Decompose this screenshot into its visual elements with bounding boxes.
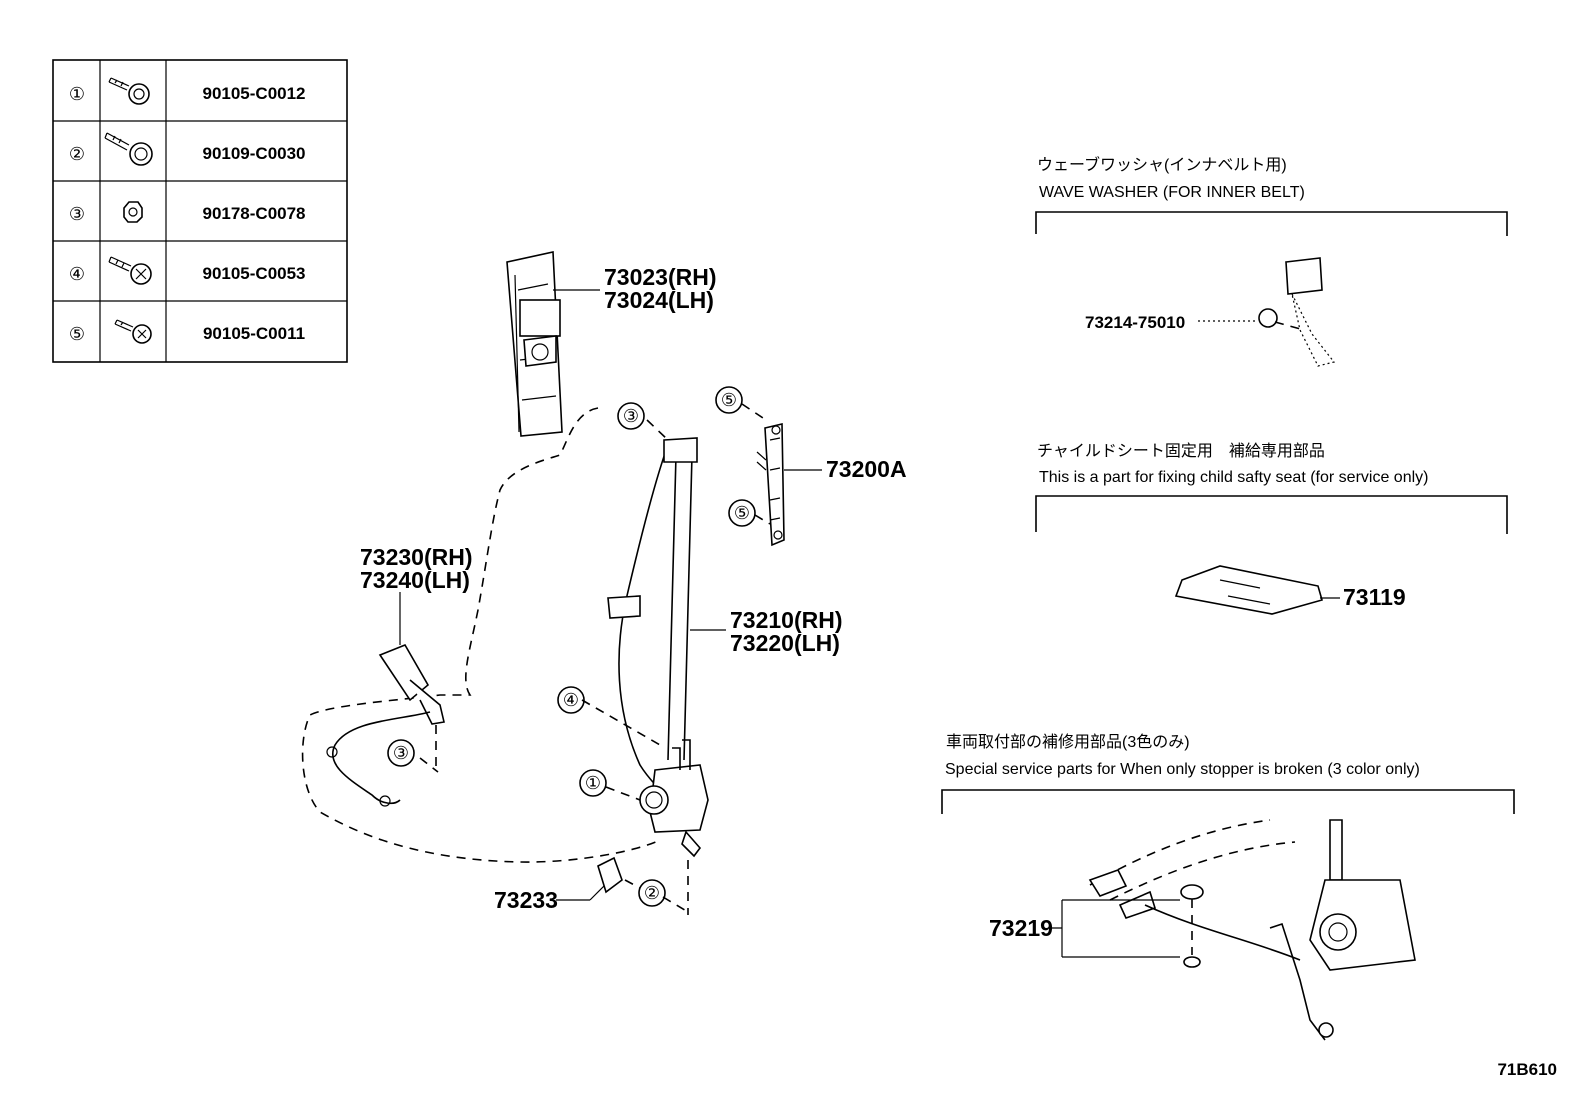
callout-73119: 73119 xyxy=(1343,584,1406,610)
ref-circle: ② xyxy=(638,879,666,907)
child-seat-plate-illustration xyxy=(1174,565,1323,615)
svg-text:①: ① xyxy=(585,773,601,794)
callout-73233: 73233 xyxy=(494,887,558,913)
callout-73200a: 73200A xyxy=(826,456,907,482)
part-number: 90105-C0012 xyxy=(202,84,305,103)
wave-washer-note-jp: ウェーブワッシャ(インナベルト用) xyxy=(1037,155,1287,174)
stopper-assembly-illustration xyxy=(1088,819,1416,1041)
row-index: ⑤ xyxy=(69,324,85,345)
wave-washer-illustration xyxy=(1258,257,1336,367)
row-index: ② xyxy=(69,144,85,165)
child-seat-note-en: This is a part for fixing child safty se… xyxy=(1039,469,1428,486)
part-number: 90178-C0078 xyxy=(202,204,305,223)
bolt-icon xyxy=(108,256,152,285)
bolt-path xyxy=(646,419,669,441)
row-index: ① xyxy=(69,84,85,105)
table-row: ⑤ 90105-C0011 xyxy=(69,319,305,345)
callout-73240: 73240(LH) xyxy=(360,567,470,593)
seat-belt-illustration xyxy=(607,437,709,858)
callout-73024: 73024(LH) xyxy=(604,287,714,313)
buckle-illustration xyxy=(326,643,445,807)
leader-line xyxy=(1050,899,1180,958)
row-index: ④ xyxy=(69,264,85,285)
svg-text:④: ④ xyxy=(563,690,579,711)
part-number: 90105-C0053 xyxy=(202,264,305,283)
callout-73023: 73023(RH) xyxy=(604,264,717,290)
nut-icon xyxy=(123,201,143,223)
bolt-icon xyxy=(114,319,152,344)
ref-circle: ④ xyxy=(557,686,585,714)
bolt-path xyxy=(419,725,439,773)
svg-text:⑤: ⑤ xyxy=(721,390,737,411)
seat-outline xyxy=(301,407,661,863)
svg-text:③: ③ xyxy=(393,743,409,764)
ref-circle: ⑤ xyxy=(728,499,756,527)
wave-washer-note-en: WAVE WASHER (FOR INNER BELT) xyxy=(1039,184,1305,201)
figure-code: 71B610 xyxy=(1497,1060,1557,1079)
svg-text:③: ③ xyxy=(623,406,639,427)
ref-circle: ③ xyxy=(617,402,645,430)
ref-circle: ⑤ xyxy=(715,386,743,414)
panel-bracket xyxy=(1035,495,1508,534)
svg-text:⑤: ⑤ xyxy=(734,503,750,524)
svg-text:②: ② xyxy=(644,883,660,904)
callout-73214-75010: 73214-75010 xyxy=(1085,313,1185,332)
cover-illustration xyxy=(597,856,623,894)
callout-73230: 73230(RH) xyxy=(360,544,473,570)
stopper-note-en: Special service parts for When only stop… xyxy=(945,761,1420,778)
part-number: 90105-C0011 xyxy=(203,324,305,343)
bolt-path xyxy=(624,879,641,889)
bolt-path xyxy=(581,699,661,746)
table-row: ④ 90105-C0053 xyxy=(69,256,306,285)
panel-bracket xyxy=(941,789,1515,814)
table-border xyxy=(52,59,348,363)
ref-circle: ③ xyxy=(387,739,415,767)
part-number: 90109-C0030 xyxy=(202,144,305,163)
callout-73210: 73210(RH) xyxy=(730,607,843,633)
table-row: ② 90109-C0030 xyxy=(69,132,306,166)
table-row: ③ 90178-C0078 xyxy=(69,201,306,225)
bolt-path xyxy=(662,896,689,913)
table-row: ① 90105-C0012 xyxy=(69,77,306,105)
child-seat-note-jp: チャイルドシート固定用 補給専用部品 xyxy=(1037,442,1325,460)
ref-circle: ① xyxy=(579,769,607,797)
bolt-icon xyxy=(104,132,153,166)
row-index: ③ xyxy=(69,204,85,225)
panel-bracket xyxy=(1035,211,1508,236)
callout-73220: 73220(LH) xyxy=(730,630,840,656)
stopper-note-jp: 車両取付部の補修用部品(3色のみ) xyxy=(946,733,1190,751)
callout-73219: 73219 xyxy=(989,915,1053,941)
adjuster-illustration xyxy=(756,422,785,547)
fastener-table: ① 90105-C0012 ② 90109-C0030 ③ xyxy=(52,59,348,363)
bolt-icon xyxy=(108,77,150,105)
anchor-cover-illustration xyxy=(506,251,563,437)
